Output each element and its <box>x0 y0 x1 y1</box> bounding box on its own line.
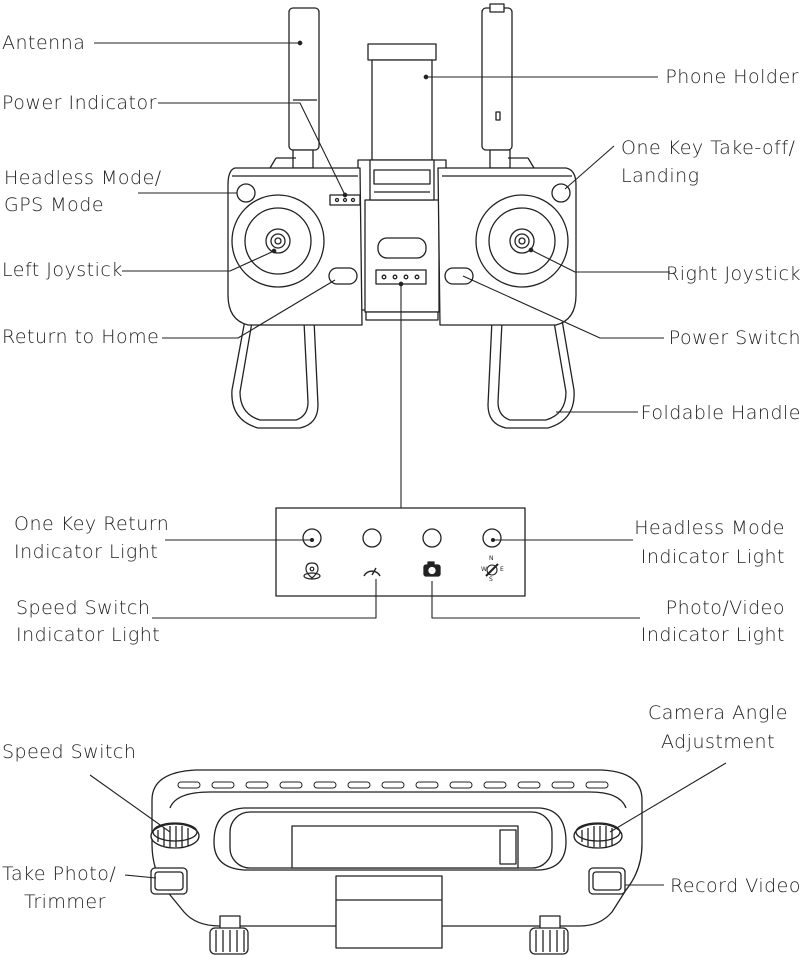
phone-holder <box>367 43 437 201</box>
left-antenna <box>288 7 320 169</box>
label-foldable-handle: Foldable Handle <box>640 402 801 424</box>
label-speed-light-line2: Indicator Light <box>16 624 161 646</box>
speed-gauge-icon <box>363 567 381 577</box>
leader-lines-bottom <box>89 762 727 886</box>
right-stick-stem <box>529 915 569 955</box>
speed-switch-dial <box>150 822 200 849</box>
label-take-photo-line1: Take Photo/ <box>2 863 117 885</box>
power-switch-button <box>444 267 474 285</box>
label-takeoff-line1: One Key Take-off/ <box>621 137 796 159</box>
label-antenna: Antenna <box>2 32 86 54</box>
compass-e: E <box>500 566 504 573</box>
compass-icon <box>485 563 499 577</box>
label-headless-gps-line2: GPS Mode <box>4 194 105 216</box>
label-headless-gps-line1: Headless Mode/ <box>4 167 162 189</box>
label-right-joystick: Right Joystick <box>666 263 801 285</box>
take-photo-button <box>150 867 188 895</box>
compass-n: N <box>489 555 494 562</box>
indicator-panel <box>152 507 640 619</box>
label-left-joystick: Left Joystick <box>2 259 123 281</box>
left-foldable-handle <box>231 319 319 429</box>
left-controller-body <box>227 157 363 326</box>
label-camera-angle-line2: Adjustment <box>660 731 776 753</box>
label-speed-switch: Speed Switch <box>2 741 137 763</box>
camera-icon <box>423 561 441 577</box>
compass-w: W <box>481 566 487 573</box>
takeoff-landing-button <box>551 183 571 203</box>
compass-s: S <box>489 576 493 583</box>
label-power-indicator: Power Indicator <box>2 92 157 114</box>
return-home-button <box>328 267 358 285</box>
controller-bottom-view <box>150 769 643 955</box>
left-stick-stem <box>209 915 249 955</box>
record-video-button <box>588 867 626 895</box>
speed-light <box>362 528 382 548</box>
home-return-icon <box>303 562 321 580</box>
okr-light <box>302 528 322 548</box>
label-return-home: Return to Home <box>2 326 160 348</box>
center-slot <box>377 237 427 259</box>
label-phone-holder: Phone Holder <box>665 66 799 88</box>
leader-lines-top <box>94 40 670 508</box>
label-photo-light-line1: Photo/Video <box>665 597 785 619</box>
camera-angle-dial <box>573 822 623 849</box>
label-photo-light-line2: Indicator Light <box>640 624 785 646</box>
right-joystick-well <box>475 194 569 288</box>
right-controller-body <box>437 157 577 326</box>
label-headless-light-line1: Headless Mode <box>634 517 785 539</box>
label-record-video: Record Video <box>670 875 801 897</box>
label-takeoff-line2: Landing <box>621 165 700 187</box>
label-okr-light-line1: One Key Return <box>14 513 170 535</box>
label-camera-angle-line1: Camera Angle <box>647 702 788 724</box>
label-okr-light-line2: Indicator Light <box>14 541 159 563</box>
headless-light <box>482 528 502 548</box>
left-joystick-well <box>231 194 325 288</box>
controller-top-view <box>227 3 577 429</box>
right-joystick <box>509 228 535 254</box>
left-joystick <box>265 228 291 254</box>
label-power-switch: Power Switch <box>668 327 801 349</box>
label-speed-light-line1: Speed Switch <box>16 597 151 619</box>
label-headless-light-line2: Indicator Light <box>640 546 785 568</box>
vent-slots <box>177 781 609 789</box>
photo-light <box>422 528 442 548</box>
label-take-photo-line2: Trimmer <box>24 891 106 913</box>
right-antenna <box>481 3 513 169</box>
right-foldable-handle <box>487 319 575 429</box>
